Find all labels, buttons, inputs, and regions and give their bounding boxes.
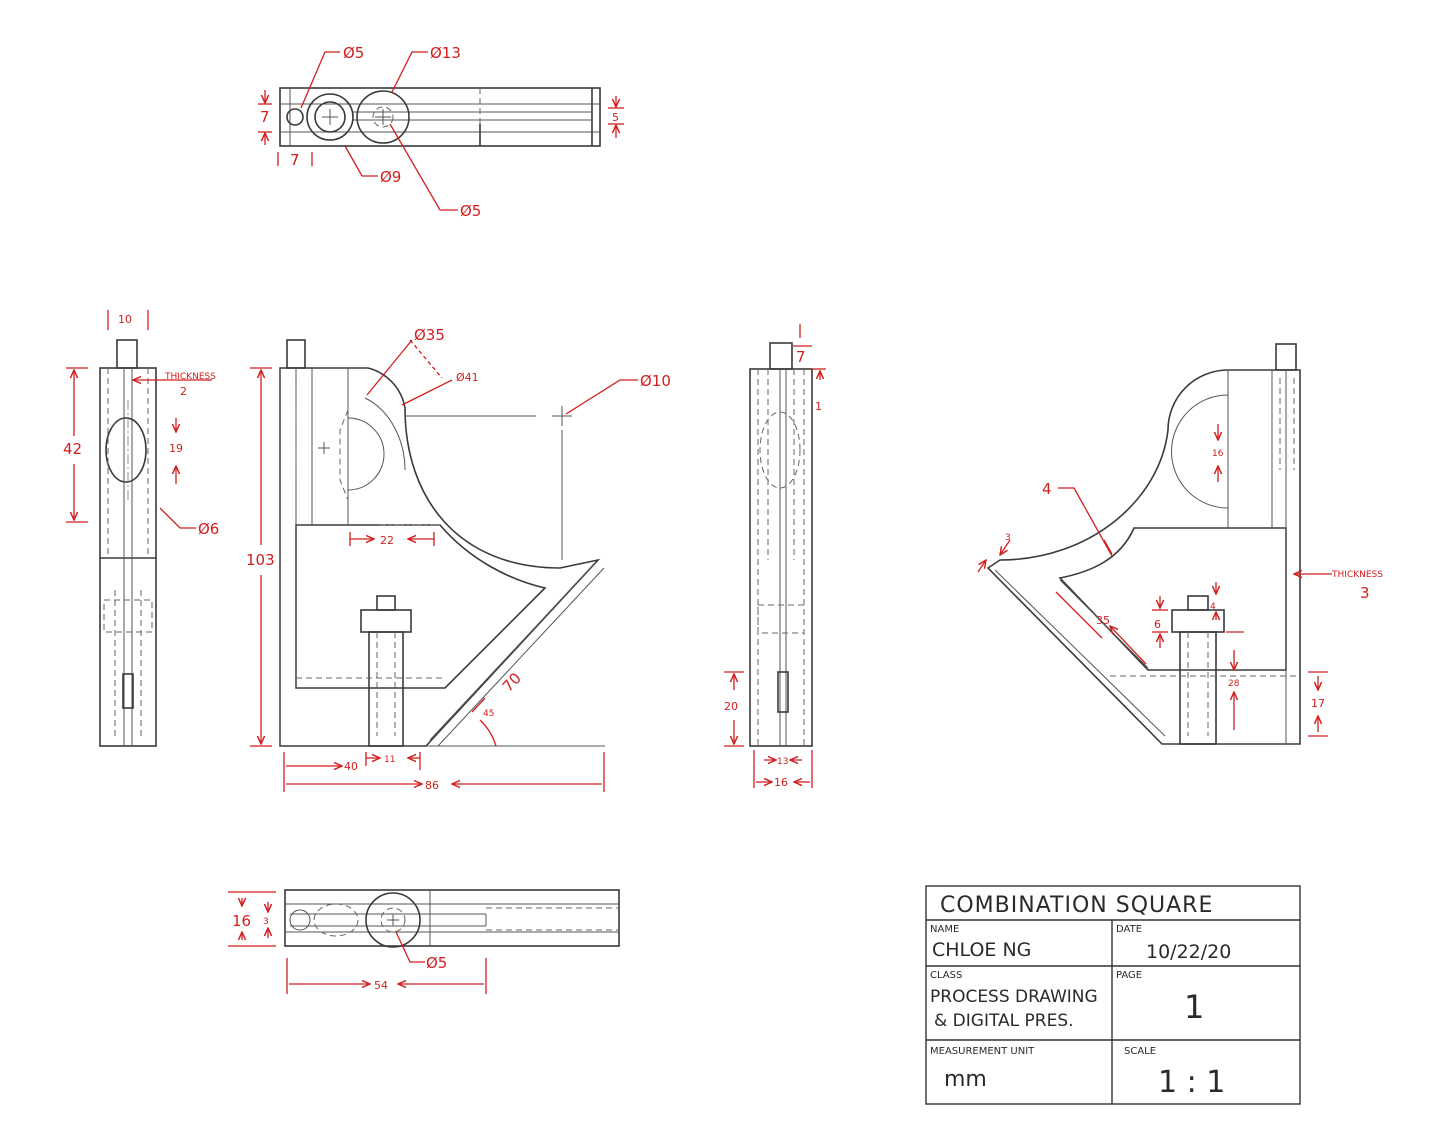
dim-rside-20: 20 [724, 700, 738, 713]
title-block-page-label: PAGE [1116, 970, 1142, 981]
dim-rear-4: 4 [1042, 480, 1052, 498]
dim-rear-thickness-value: 3 [1360, 584, 1370, 602]
title-block-page: 1 [1184, 988, 1204, 1026]
title-block-class-line1: PROCESS DRAWING [930, 987, 1098, 1007]
dim-top-5: 5 [612, 111, 619, 124]
bottom-view [284, 889, 620, 948]
dim-bottom-16: 16 [232, 912, 251, 930]
left-view-dimensions: 10 THICKNESS 2 42 19 Ø6 [63, 310, 219, 538]
dim-rear-4-small: 4 [1210, 602, 1216, 612]
left-side-view [99, 339, 157, 747]
dim-rear-thickness-label: THICKNESS [1331, 570, 1383, 580]
title-block-scale: 1 : 1 [1158, 1065, 1225, 1100]
title-block-name: CHLOE NG [932, 939, 1031, 961]
dim-top-d9: Ø9 [380, 168, 401, 186]
title-block-scale-label: SCALE [1124, 1046, 1156, 1057]
title-block-class-line2: & DIGITAL PRES. [934, 1011, 1074, 1031]
top-view [279, 87, 601, 147]
right-side-view [749, 342, 813, 747]
dim-front-40: 40 [344, 760, 358, 773]
dim-front-d35: Ø35 [414, 326, 445, 344]
dim-rear-35: 35 [1096, 614, 1110, 627]
dim-top-offset: 7 [290, 151, 300, 169]
right-side-view-dimensions: 7 1 20 13 16 [724, 324, 826, 789]
dim-rear-3: 3 [1005, 533, 1011, 543]
dim-left-19: 19 [169, 442, 183, 455]
title-block-unit: mm [944, 1067, 987, 1092]
dim-rear-17: 17 [1311, 697, 1325, 710]
front-view [279, 339, 605, 747]
dim-left-42: 42 [63, 440, 82, 458]
dim-bottom-d5: Ø5 [426, 954, 447, 972]
dim-left-thickness-value: 2 [180, 385, 187, 398]
dim-left-d6: Ø6 [198, 520, 219, 538]
dim-front-22: 22 [380, 534, 394, 547]
rear-view-dimensions: 4 3 16 THICKNESS 3 35 6 4 28 17 [977, 424, 1383, 737]
dim-top-d13: Ø13 [430, 44, 461, 62]
dim-left-thickness-label: THICKNESS [164, 372, 216, 382]
dim-bottom-54: 54 [374, 979, 388, 992]
top-view-dimensions: Ø5 Ø13 Ø9 Ø5 7 7 5 [258, 44, 624, 220]
title-block-class-label: CLASS [930, 970, 962, 981]
dim-front-86: 86 [425, 779, 439, 792]
front-view-dimensions: Ø35 Ø41 Ø10 103 22 70 45 40 11 86 [246, 326, 671, 792]
title-block: COMBINATION SQUARE NAME CHLOE NG DATE 10… [925, 885, 1301, 1105]
title-block-title: COMBINATION SQUARE [940, 893, 1213, 918]
title-block-date: 10/22/20 [1146, 941, 1231, 963]
title-block-unit-label: MEASUREMENT UNIT [930, 1046, 1035, 1057]
title-block-name-label: NAME [930, 924, 959, 935]
dim-front-70: 70 [499, 669, 525, 695]
dim-bottom-3: 3 [263, 917, 269, 927]
dim-rside-1: 1 [815, 400, 822, 413]
dim-front-d10: Ø10 [640, 372, 671, 390]
dim-front-103: 103 [246, 551, 275, 569]
dim-front-d41: Ø41 [456, 371, 479, 384]
dim-rside-13: 13 [777, 757, 788, 767]
dim-top-d5-lower: Ø5 [460, 202, 481, 220]
dim-top-d5: Ø5 [343, 44, 364, 62]
dim-left-10: 10 [118, 313, 132, 326]
title-block-date-label: DATE [1116, 924, 1142, 935]
dim-rside-7: 7 [796, 348, 806, 366]
dim-front-11: 11 [384, 755, 395, 765]
dim-rear-16: 16 [1212, 449, 1224, 459]
dim-rside-16: 16 [774, 776, 788, 789]
bottom-view-dimensions: 16 3 Ø5 54 [228, 891, 487, 994]
dim-front-45: 45 [483, 709, 494, 719]
dim-rear-6: 6 [1154, 618, 1161, 631]
dim-top-7: 7 [260, 108, 270, 126]
rear-view [986, 343, 1301, 745]
dim-rear-28: 28 [1228, 679, 1240, 689]
